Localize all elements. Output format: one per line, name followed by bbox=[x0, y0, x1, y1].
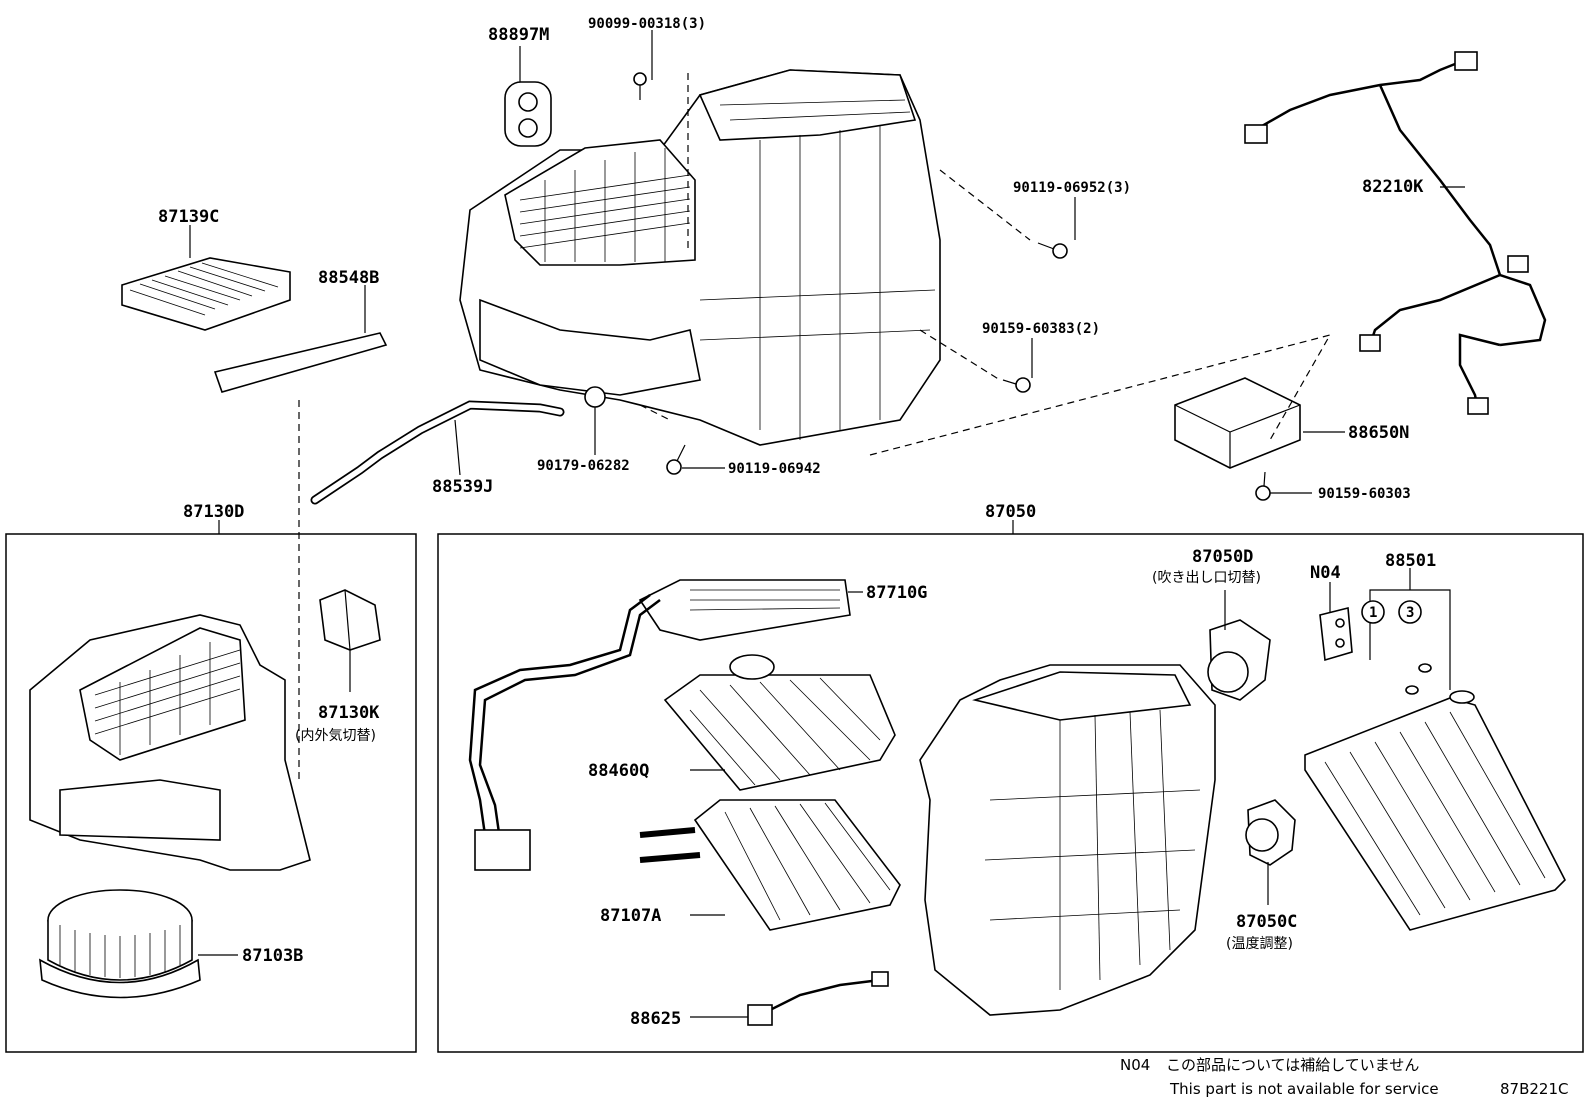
label-88501: 88501 bbox=[1385, 551, 1436, 571]
label-90159-60383: 90159-60383(2) bbox=[982, 321, 1100, 337]
screws-illustration bbox=[666, 242, 1271, 501]
screw-90099-illustration bbox=[633, 72, 647, 100]
label-87050D: 87050D bbox=[1192, 547, 1253, 567]
filter-cover-illustration bbox=[213, 332, 388, 393]
label-90179-06282: 90179-06282 bbox=[537, 458, 630, 474]
evaporator-lower-illustration bbox=[1304, 690, 1566, 931]
radiator-upper-illustration bbox=[663, 654, 896, 791]
label-87050: 87050 bbox=[985, 502, 1036, 522]
label-88539J: 88539J bbox=[432, 477, 493, 497]
hvac-unit-main-illustration bbox=[459, 69, 941, 446]
label-87050C-jp: (温度調整) bbox=[1226, 936, 1293, 952]
air-filter-illustration bbox=[121, 257, 291, 331]
wire-harness-illustration bbox=[1244, 51, 1547, 415]
label-87050D-jp: (吹き出し口切替) bbox=[1152, 570, 1261, 586]
o-rings-illustration bbox=[1405, 663, 1432, 695]
footer-note-code: N04 bbox=[1120, 1056, 1150, 1074]
heater-core-illustration bbox=[639, 799, 901, 931]
callout-circle-1 bbox=[1361, 600, 1385, 624]
footer-note: N04 この部品については補給していません This part is not a… bbox=[1120, 1056, 1568, 1098]
grommet-illustration bbox=[504, 81, 552, 147]
evaporator-upper-illustration bbox=[468, 579, 851, 871]
footer-note-jp: この部品については補給していません bbox=[1166, 1056, 1419, 1074]
label-87050C: 87050C bbox=[1236, 912, 1297, 932]
label-87139C: 87139C bbox=[158, 207, 219, 227]
blower-case-illustration bbox=[29, 614, 311, 871]
part-labels: 88897M 90099-00318(3) 87139C 88548B 9011… bbox=[158, 16, 1436, 1029]
intake-servo-illustration bbox=[319, 589, 381, 651]
temp-servo-illustration bbox=[1245, 799, 1296, 866]
callout-3-text: 3 bbox=[1406, 605, 1414, 621]
n04-part-illustration bbox=[1319, 606, 1353, 662]
label-88460Q: 88460Q bbox=[588, 761, 649, 781]
label-87107A: 87107A bbox=[600, 906, 661, 926]
leader-lines bbox=[189, 30, 1465, 1018]
diagram-id: 87B221C bbox=[1500, 1080, 1568, 1098]
label-88625: 88625 bbox=[630, 1009, 681, 1029]
label-87103B: 87103B bbox=[242, 946, 303, 966]
label-88897M: 88897M bbox=[488, 25, 549, 45]
footer-note-en: This part is not available for service bbox=[1169, 1080, 1439, 1098]
label-87130D: 87130D bbox=[183, 502, 244, 522]
mode-servo-illustration bbox=[1207, 619, 1271, 701]
label-88548B: 88548B bbox=[318, 268, 379, 288]
drain-hose-illustration bbox=[310, 400, 565, 505]
label-87710G: 87710G bbox=[866, 583, 927, 603]
label-88650N: 88650N bbox=[1348, 423, 1409, 443]
label-87130K-jp: (内外気切替) bbox=[295, 728, 376, 744]
assembly-box-87050 bbox=[437, 533, 1584, 1053]
dashed-guides-top bbox=[298, 73, 1332, 780]
temp-sensor-illustration bbox=[747, 971, 889, 1026]
callout-1-text: 1 bbox=[1369, 605, 1377, 621]
label-87130K: 87130K bbox=[318, 703, 380, 723]
label-90099-00318: 90099-00318(3) bbox=[588, 16, 706, 32]
control-module-illustration bbox=[1174, 377, 1301, 469]
assembly-box-87130D bbox=[5, 533, 417, 1053]
label-N04: N04 bbox=[1310, 563, 1341, 583]
blower-fan-illustration bbox=[39, 889, 201, 999]
hvac-unit-exploded-illustration bbox=[919, 664, 1216, 1016]
label-90119-06942: 90119-06942 bbox=[728, 461, 821, 477]
label-82210K: 82210K bbox=[1362, 177, 1424, 197]
label-90159-60303: 90159-60303 bbox=[1318, 486, 1411, 502]
callout-circle-3 bbox=[1398, 600, 1422, 624]
label-90119-06952: 90119-06952(3) bbox=[1013, 180, 1131, 196]
